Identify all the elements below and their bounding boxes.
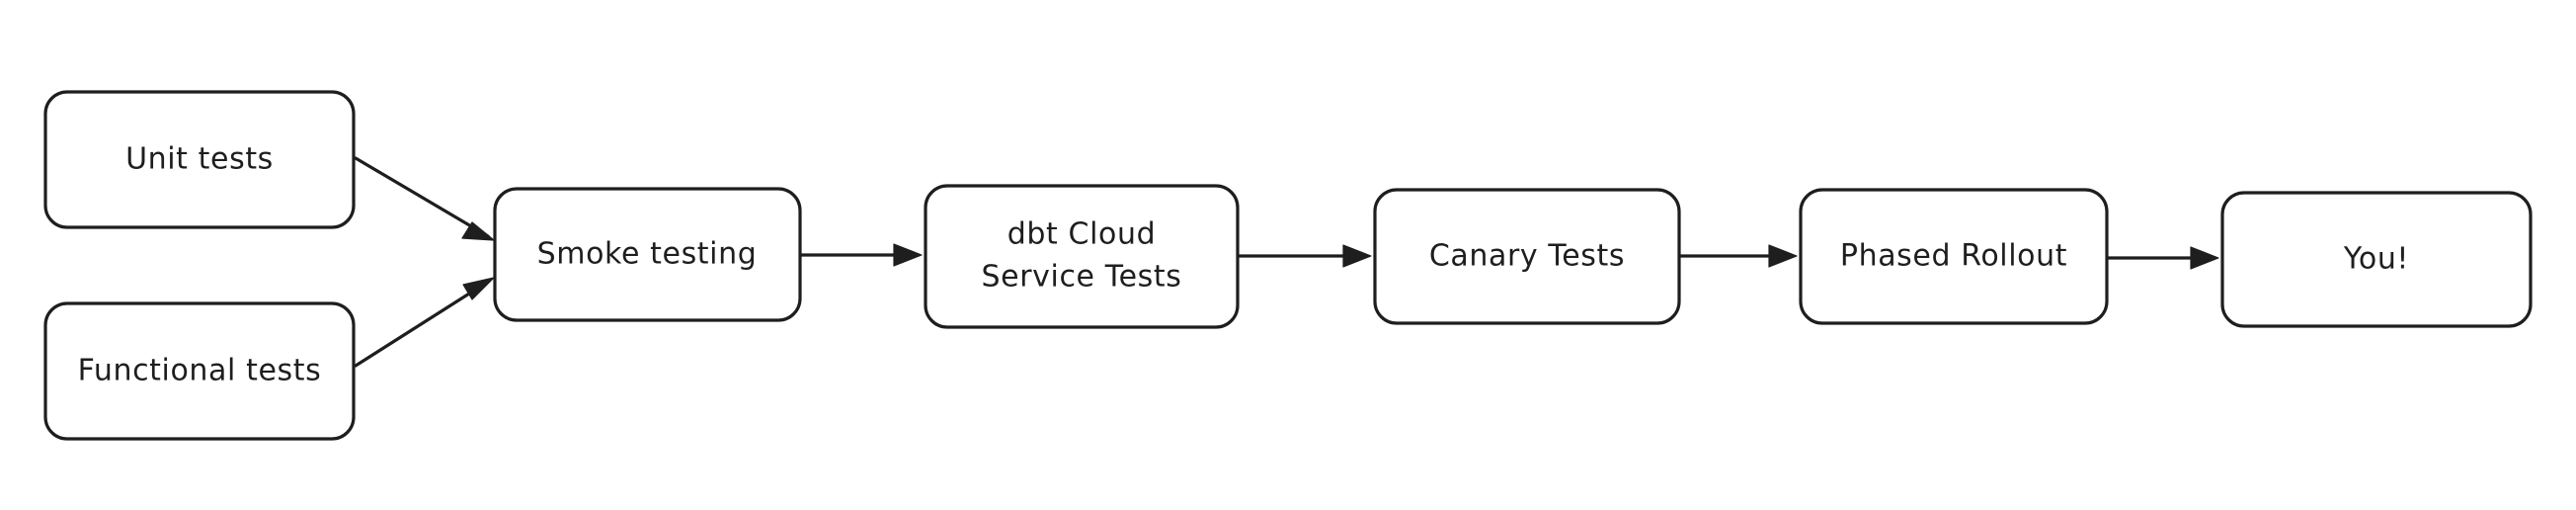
node-label-you: You! [2343,242,2409,277]
node-label-canary-tests: Canary Tests [1429,239,1625,274]
edge-functional-to-smoke [354,277,495,368]
node-functional-tests[interactable]: Functional tests [43,301,356,441]
node-shape-phased-rollout[interactable] [1799,188,2109,325]
node-unit-tests[interactable]: Unit tests [43,90,356,229]
node-shape-functional-tests[interactable] [43,301,356,441]
node-label-unit-tests: Unit tests [125,142,274,177]
arrowhead-icon [2190,246,2219,270]
node-you[interactable]: You! [2220,191,2533,328]
node-canary-tests[interactable]: Canary Tests [1373,188,1681,325]
node-label-dbt-cloud-line1: dbt Cloud [1007,217,1156,252]
node-shape-dbt-cloud-service-tests[interactable] [924,184,1240,329]
node-shape-you[interactable] [2220,191,2533,328]
edge-line-unit-to-smoke [354,156,490,238]
arrowhead-icon [1768,244,1798,268]
arrowhead-icon [461,221,495,241]
edge-phased-to-you [2107,246,2219,270]
node-label-dbt-cloud-line2: Service Tests [982,260,1182,295]
node-shape-canary-tests[interactable] [1373,188,1681,325]
edge-smoke-to-dbt [800,243,923,267]
arrowhead-icon [893,243,923,267]
node-dbt-cloud-service-tests[interactable]: dbt Cloud Service Tests [924,184,1240,329]
arrowhead-icon [1342,244,1372,268]
edge-canary-to-phased [1679,244,1798,268]
node-shape-smoke-testing[interactable] [493,187,802,322]
node-label-functional-tests: Functional tests [78,354,322,388]
node-label-smoke-testing: Smoke testing [537,237,758,272]
node-label-phased-rollout: Phased Rollout [1840,239,2067,274]
arrowhead-icon [462,277,495,300]
node-shape-unit-tests[interactable] [43,90,356,229]
node-smoke-testing[interactable]: Smoke testing [493,187,802,322]
edge-dbt-to-canary [1238,244,1372,268]
edge-line-functional-to-smoke [354,280,490,368]
edge-unit-to-smoke [354,156,495,241]
node-phased-rollout[interactable]: Phased Rollout [1799,188,2109,325]
